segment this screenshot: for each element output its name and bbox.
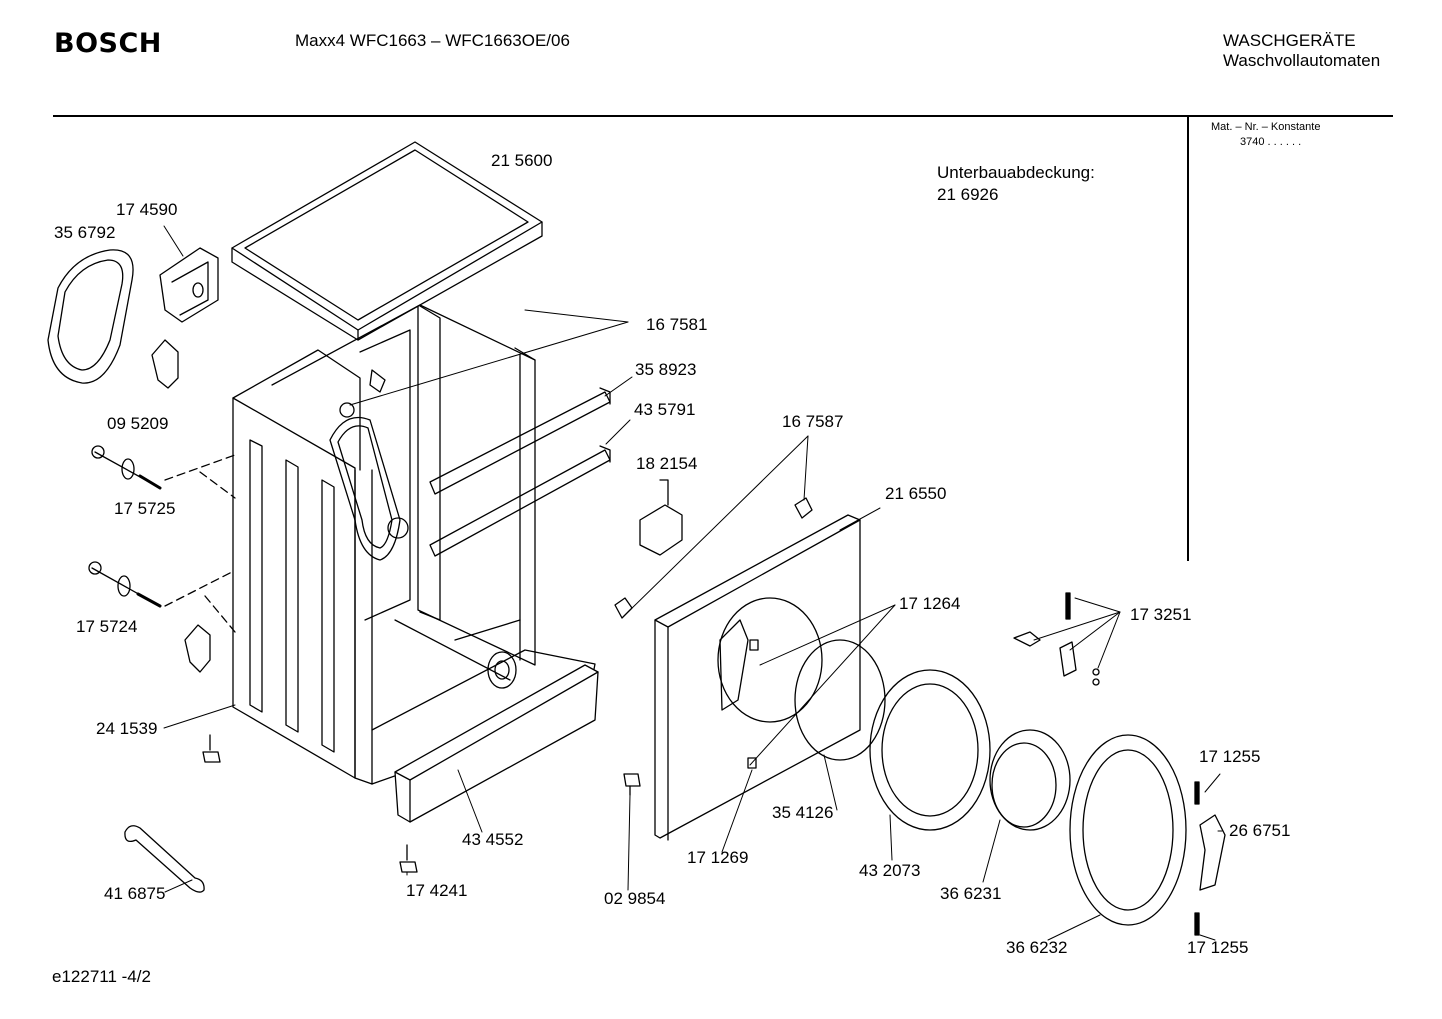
rail-lower-part xyxy=(430,446,610,556)
pressure-switch-part xyxy=(160,248,218,322)
note-line1: Unterbauabdeckung: xyxy=(937,163,1095,182)
label-216550: 21 6550 xyxy=(885,484,947,503)
label-266751: 26 6751 xyxy=(1229,821,1291,840)
outer-ring-part xyxy=(1070,735,1186,925)
label-434552: 43 4552 xyxy=(462,830,524,849)
cabinet-left-panel xyxy=(233,350,360,778)
door-window-part xyxy=(795,640,885,760)
label-171264: 17 1264 xyxy=(899,594,961,613)
note-line2: 21 6926 xyxy=(937,185,999,204)
hinge-part xyxy=(1014,593,1099,685)
label-435791: 43 5791 xyxy=(634,400,696,419)
category-line1: WASCHGERÄTE xyxy=(1223,31,1356,50)
clip-16-7587-a xyxy=(615,598,632,618)
wrench-part xyxy=(125,826,204,892)
diagram-code: e122711 -4/2 xyxy=(52,967,151,986)
top-cover-part xyxy=(232,142,542,340)
label-171255-lower: 17 1255 xyxy=(1187,938,1249,957)
header-divider xyxy=(53,115,1393,117)
label-241539: 24 1539 xyxy=(96,719,158,738)
label-171255-upper: 17 1255 xyxy=(1199,747,1261,766)
screw-part xyxy=(624,774,640,795)
clip-part-lower xyxy=(185,625,210,672)
label-215600: 21 5600 xyxy=(491,151,553,170)
front-panel-part xyxy=(655,515,860,840)
shock-absorber-upper xyxy=(92,446,160,488)
label-432073: 43 2073 xyxy=(859,861,921,880)
dashed-line-upper xyxy=(165,455,235,498)
shock-absorber-lower xyxy=(89,562,160,606)
pin-part-upper xyxy=(1195,782,1199,804)
door-gasket-part xyxy=(48,250,133,383)
label-354126: 35 4126 xyxy=(772,803,834,822)
label-175725: 17 5725 xyxy=(114,499,176,518)
door-handle-part xyxy=(1200,815,1225,890)
label-095209: 09 5209 xyxy=(107,414,169,433)
label-175724: 17 5724 xyxy=(76,617,138,636)
label-366231: 36 6231 xyxy=(940,884,1002,903)
door-glass-part xyxy=(990,730,1070,830)
foot-part-2 xyxy=(400,845,417,872)
brand-logo: BOSCH xyxy=(54,28,162,59)
label-173251: 17 3251 xyxy=(1130,605,1192,624)
category-line2: Waschvollautomaten xyxy=(1223,51,1381,70)
label-167587: 16 7587 xyxy=(782,412,844,431)
label-167581: 16 7581 xyxy=(646,315,708,334)
clip-part-upper xyxy=(152,340,178,388)
leader-lines xyxy=(164,226,1222,940)
clip-16-7587-b xyxy=(795,498,812,518)
pin-part-lower xyxy=(1195,913,1199,935)
plinth-part xyxy=(395,665,598,822)
label-358923: 35 8923 xyxy=(635,360,697,379)
label-171269: 17 1269 xyxy=(687,848,749,867)
door-lock-part xyxy=(640,480,682,555)
label-029854: 02 9854 xyxy=(604,889,666,908)
side-divider xyxy=(1187,117,1189,561)
door-ring-part xyxy=(870,670,990,830)
material-note-line1: Mat. – Nr. – Konstante xyxy=(1211,121,1321,133)
label-366232: 36 6232 xyxy=(1006,938,1068,957)
label-182154: 18 2154 xyxy=(636,454,698,473)
label-174590: 17 4590 xyxy=(116,200,178,219)
label-356792: 35 6792 xyxy=(54,223,116,242)
model-title: Maxx4 WFC1663 – WFC1663OE/06 xyxy=(295,31,570,50)
dashed-line-lower xyxy=(165,572,235,632)
label-174241: 17 4241 xyxy=(406,881,468,900)
material-note-line2: 3740 . . . . . . xyxy=(1240,136,1302,148)
foot-part xyxy=(203,735,220,762)
label-416875: 41 6875 xyxy=(104,884,166,903)
